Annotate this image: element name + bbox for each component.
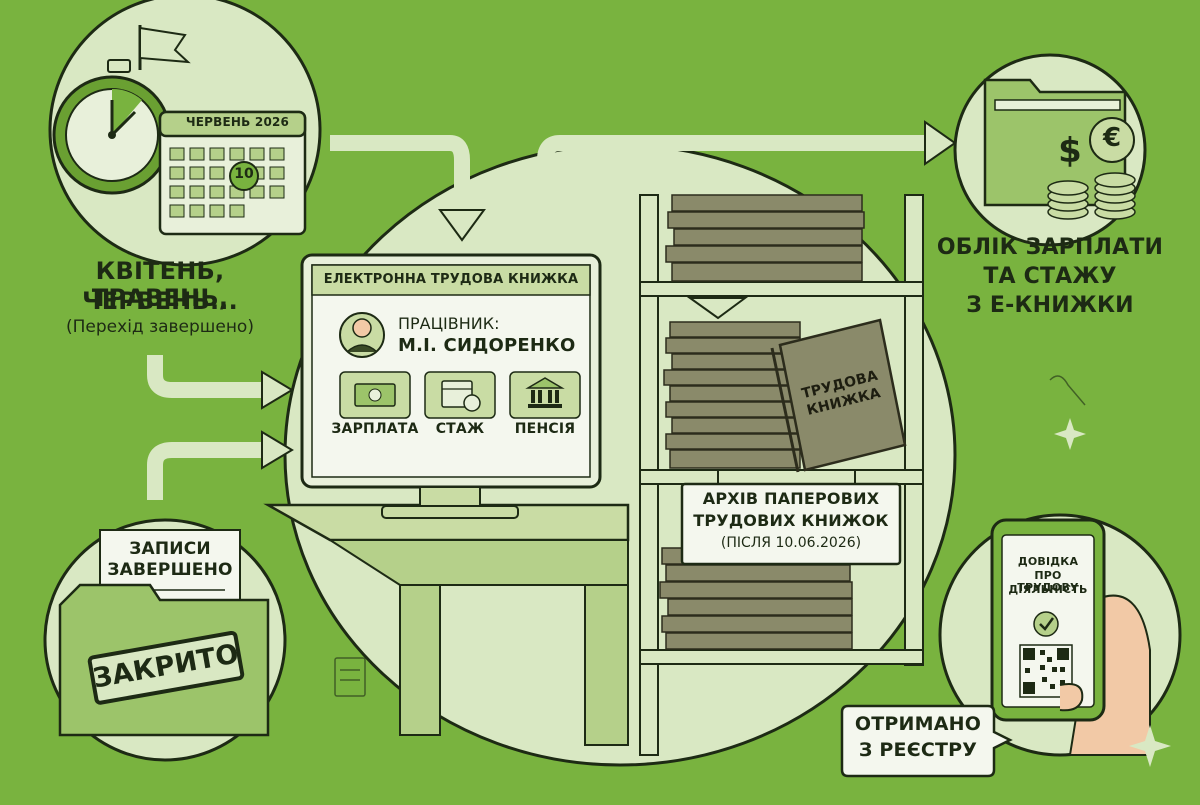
timer-calendar-badge bbox=[48, 0, 322, 267]
doodle-icon bbox=[334, 375, 1086, 697]
monitor-header: ЕЛЕКТРОННА ТРУДОВА КНИЖКА bbox=[323, 272, 579, 287]
phone-certificate-line2: ПРО ТРУДОВУ bbox=[1017, 569, 1079, 595]
arrow-right-icon bbox=[261, 370, 294, 410]
worker-label: ПРАЦІВНИК: bbox=[398, 314, 500, 333]
transition-title-line1: КВІТЕНЬ, ТРАВЕНЬ, bbox=[91, 257, 229, 312]
paper-work-book-icon bbox=[778, 318, 907, 472]
sparkle-icon bbox=[1129, 725, 1171, 767]
tile-label-salary[interactable]: ЗАРПЛАТА bbox=[331, 421, 419, 437]
records-line1: ЗАПИСИ bbox=[129, 539, 211, 559]
phone-certificate-line3: ДІЯЛЬНІСТЬ bbox=[1008, 583, 1088, 596]
checkmark-icon bbox=[1033, 611, 1059, 637]
dollar-sign-icon: $ bbox=[1058, 131, 1082, 171]
worker-name: М.І. СИДОРЕНКО bbox=[398, 335, 576, 356]
tile-label-pension[interactable]: ПЕНСІЯ bbox=[514, 421, 576, 437]
salary-line3: З Е-КНИЖКИ bbox=[966, 293, 1134, 318]
records-line2: ЗАВЕРШЕНО bbox=[107, 560, 233, 580]
records-folder-badge bbox=[43, 518, 287, 762]
tile-label-service[interactable]: СТАЖ bbox=[435, 421, 485, 437]
coins-icon bbox=[1047, 172, 1136, 220]
archive-sign-date: (ПІСЛЯ 10.06.2026) bbox=[720, 535, 862, 551]
flow-arrows bbox=[147, 120, 957, 500]
folder-icon bbox=[983, 78, 1127, 207]
sparkle-icon bbox=[1054, 418, 1086, 450]
speech-bubble bbox=[840, 704, 1013, 778]
bank-icon bbox=[525, 377, 565, 408]
salary-line1: ОБЛІК ЗАРПЛАТИ bbox=[936, 235, 1164, 260]
desk bbox=[263, 503, 630, 746]
monitor bbox=[300, 253, 602, 519]
euro-coin-icon bbox=[1089, 117, 1135, 163]
salary-line2: ТА СТАЖУ bbox=[983, 264, 1117, 289]
paper-books-stack bbox=[659, 194, 865, 650]
bubble-line2: З РЕЄСТРУ bbox=[858, 739, 978, 761]
transition-subtitle: (Перехід завершено) bbox=[66, 317, 254, 337]
euro-sign-icon: € bbox=[1102, 123, 1122, 153]
phone-badge bbox=[938, 513, 1182, 757]
archive-sign-line2: ТРУДОВИХ КНИЖОК bbox=[693, 511, 889, 530]
calendar-clock-icon bbox=[441, 380, 481, 412]
arrow-right-icon bbox=[924, 120, 957, 166]
arrow-down-icon bbox=[438, 209, 486, 242]
archive-shelf bbox=[639, 194, 924, 756]
calendar-month: ЧЕРВЕНЬ 2026 bbox=[185, 115, 290, 129]
stamp-closed-icon bbox=[87, 630, 245, 705]
phone-certificate-line1: ДОВІДКА bbox=[1017, 555, 1079, 568]
archive-sign bbox=[680, 482, 902, 566]
calendar-highlighted-day: 10 bbox=[234, 166, 254, 182]
transition-title-line2: ЧЕРВЕНЬ... bbox=[82, 287, 238, 315]
archive-sign-line1: АРХІВ ПАПЕРОВИХ bbox=[702, 489, 880, 508]
flag-icon bbox=[139, 26, 191, 64]
arrow-right-icon bbox=[261, 430, 294, 470]
salary-folder-badge bbox=[953, 53, 1147, 247]
bubble-line1: ОТРИМАНО bbox=[854, 713, 982, 735]
money-icon bbox=[354, 383, 396, 407]
